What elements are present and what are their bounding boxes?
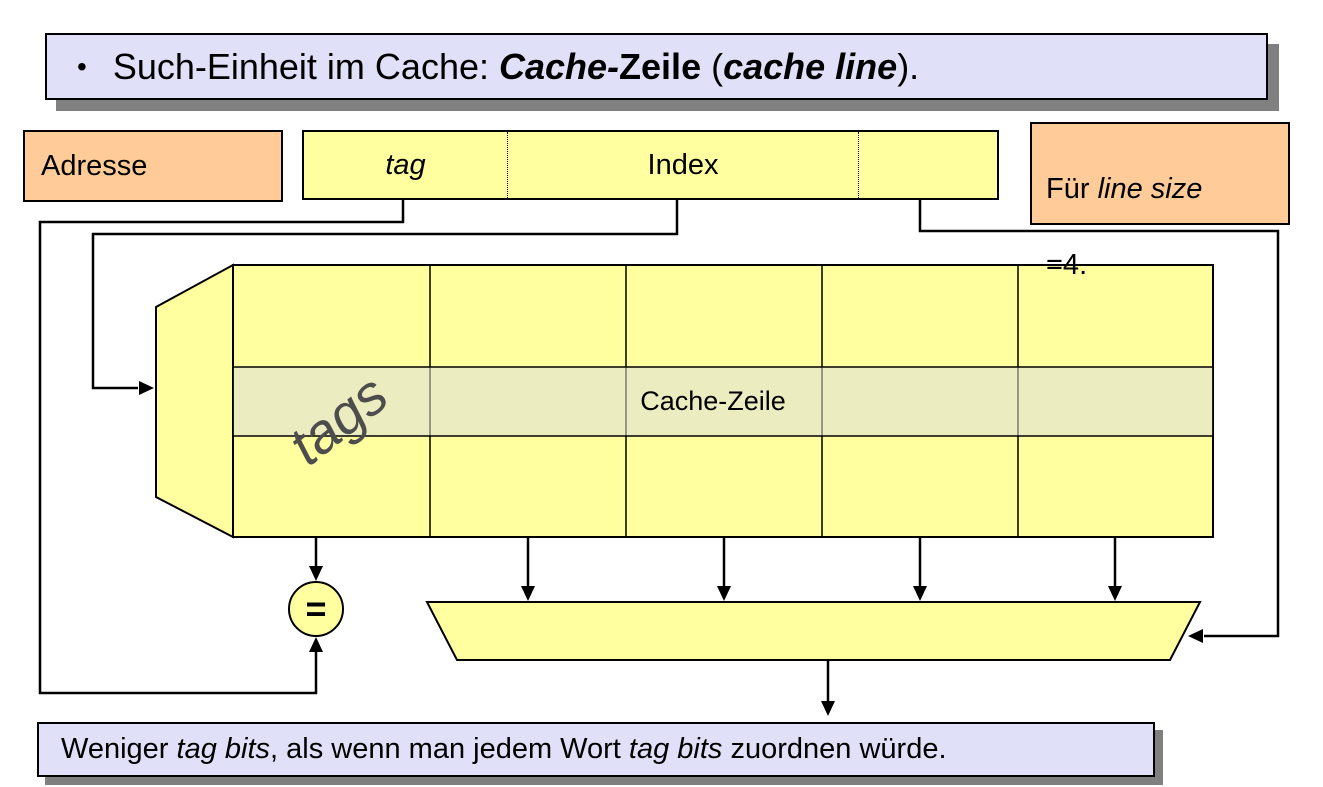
footer-tagbits-2: tag bits — [628, 733, 723, 765]
adresse-box: Adresse — [23, 130, 283, 202]
arrowhead-right-icon — [139, 381, 154, 395]
index-to-decoder-line — [91, 200, 679, 390]
arrowhead-down-icon — [1108, 586, 1122, 601]
address-field-tag-section: tag — [304, 132, 508, 198]
arrowhead-left-icon — [1188, 629, 1203, 643]
arrowhead-down-icon — [521, 586, 535, 601]
address-field: tag Index — [302, 130, 999, 200]
address-field-offset-section — [859, 132, 997, 198]
arrowhead-down-icon — [821, 701, 835, 716]
banner-text-cacheline: cache line — [723, 45, 898, 87]
banner-text-paren: ( — [701, 45, 724, 87]
footer-text-2: , als wenn man jedem Wort — [270, 733, 629, 765]
cache-zeile-text: Cache-Zeile — [640, 386, 786, 416]
banner-text-zeile: Zeile — [619, 45, 702, 87]
cache-line-row-label: Cache-Zeile — [233, 367, 1193, 436]
note-prefix: Für — [1046, 173, 1098, 205]
title-banner: • Such-Einheit im Cache: Cache-Zeile (ca… — [45, 33, 1268, 100]
adresse-label: Adresse — [41, 149, 148, 182]
footer-text-3: zuordnen würde. — [722, 733, 947, 765]
arrowhead-down-icon — [717, 586, 731, 601]
comparator-circle — [288, 581, 344, 637]
offset-to-mux-line — [918, 200, 1280, 638]
arrowhead-up-icon — [309, 637, 323, 652]
footer-note-box: Weniger tag bits, als wenn man jedem Wor… — [37, 722, 1155, 777]
comparator-symbol: = — [289, 582, 343, 636]
cache-line-row-highlight — [232, 366, 1214, 437]
note-line-size: line size — [1097, 173, 1203, 205]
banner-text-normal: Such-Einheit im Cache: — [112, 45, 499, 87]
bullet-icon: • — [77, 50, 87, 82]
address-field-index-section: Index — [508, 132, 859, 198]
banner-text-close: ). — [897, 45, 920, 87]
tag-feedback-line — [38, 200, 405, 695]
arrowhead-down-icon — [309, 566, 323, 581]
footer-tagbits-1: tag bits — [176, 733, 271, 765]
arrowhead-down-icon — [913, 586, 927, 601]
equals-text: = — [305, 588, 327, 629]
footer-text-1: Weniger — [61, 733, 177, 765]
line-size-note-box: Für line size =4. — [1030, 122, 1290, 281]
banner-text-cache: Cache- — [499, 45, 620, 87]
tag-label: tag — [385, 148, 426, 181]
note-line2: =4. — [1046, 249, 1088, 281]
index-label: Index — [647, 148, 719, 181]
mux-trapezoid — [425, 601, 1202, 661]
decoder-funnel — [155, 263, 234, 539]
